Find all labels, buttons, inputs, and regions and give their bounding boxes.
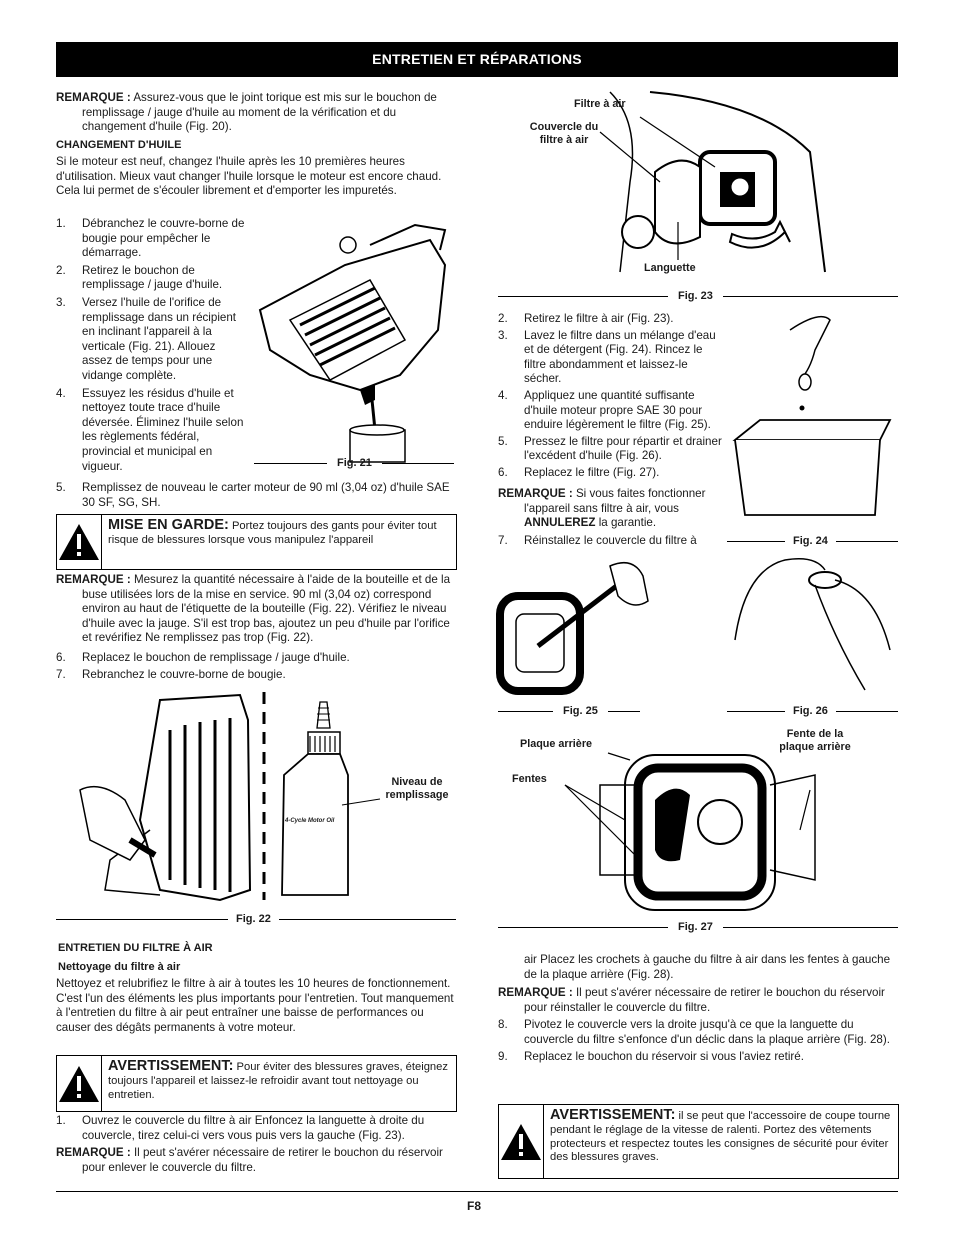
note-tank-cap: REMARQUE : Il peut s'avérer nécessaire d… — [56, 1146, 443, 1174]
fig23-tab-label: Languette — [644, 262, 696, 274]
oil-step-5: 5.Remplissez de nouveau le carter moteur… — [56, 481, 450, 509]
warning-box-cooldown: AVERTISSEMENT: Pour éviter des blessures… — [56, 1055, 457, 1112]
fig23-illustration — [599, 91, 826, 273]
fig27-illustration — [564, 752, 816, 911]
filter-step-7: 7.Réinstallez le couvercle du filtre à — [498, 534, 697, 547]
air-filter-title: ENTRETIEN DU FILTRE À AIR — [58, 942, 213, 954]
warning-triangle-icon — [499, 1105, 544, 1178]
warning-box-cutting: AVERTISSEMENT: il se peut que l'accessoi… — [498, 1104, 899, 1179]
filter-step-7-continued: air Placez les crochets à gauche du filt… — [524, 953, 891, 981]
filter-steps-8-9: 8.Pivotez le couvercle vers la droite ju… — [498, 1018, 890, 1064]
warning-triangle-icon — [57, 515, 102, 569]
oil-steps-6-7: 6.Replacez le bouchon de remplissage / j… — [56, 651, 350, 681]
fig24-illustration — [732, 315, 892, 516]
fig21-illustration — [258, 223, 447, 463]
page-number: F8 — [467, 1199, 482, 1213]
warning-box-gloves: MISE EN GARDE: Portez toujours des gants… — [56, 514, 457, 570]
note-reinstall: REMARQUE : Il peut s'avérer nécessaire d… — [498, 986, 885, 1014]
fig25-illustration — [496, 561, 649, 695]
fig24-caption: Fig. 24 — [727, 534, 898, 549]
fig26-caption: Fig. 26 — [727, 704, 898, 719]
fig23-cover-label: Couvercle du filtre à air — [529, 121, 599, 146]
fig23-filter-label: Filtre à air — [574, 98, 626, 110]
fig23-caption: Fig. 23 — [498, 289, 898, 304]
fig22-caption: Fig. 22 — [56, 912, 456, 927]
air-step-1: 1.Ouvrez le couvercle du filtre à air En… — [56, 1114, 425, 1142]
air-filter-text: Nettoyez et relubrifiez le filtre à air … — [56, 977, 454, 1034]
note-measure: REMARQUE : Mesurez la quantité nécessair… — [56, 573, 451, 645]
fig21-caption: Fig. 21 — [254, 456, 454, 471]
section-header: ENTRETIEN ET RÉPARATIONS — [56, 42, 898, 77]
oil-steps-list: 1.Débranchez le couvre-borne de bougie p… — [56, 217, 245, 473]
fill-level-label: Niveau de remplissage — [385, 776, 449, 801]
oil-change-intro: Si le moteur est neuf, changez l'huile a… — [56, 155, 442, 198]
note-warranty: REMARQUE : Si vous faites fonctionner l'… — [498, 487, 706, 530]
oil-bottle-illustration — [281, 701, 349, 896]
note-oring: REMARQUE : Assurez-vous que le joint tor… — [56, 91, 437, 134]
filter-steps-list: 2.Retirez le filtre à air (Fig. 23). 3.L… — [498, 312, 722, 479]
fig27-caption: Fig. 27 — [498, 920, 898, 935]
fig22-engine-illustration — [79, 692, 266, 902]
fig26-illustration — [734, 558, 891, 691]
fig27-backplate-label: Plaque arrière — [520, 738, 593, 750]
bottle-label: 4-Cycle Motor Oil — [285, 818, 335, 824]
warning-triangle-icon — [57, 1056, 102, 1111]
footer-rule — [56, 1191, 898, 1192]
fig27-slots-label: Fentes — [512, 773, 547, 785]
oil-change-title: CHANGEMENT D'HUILE — [56, 139, 182, 151]
air-filter-subtitle: Nettoyage du filtre à air — [58, 961, 181, 973]
fill-level-arrow-icon — [341, 798, 381, 806]
fig27-slot-label: Fente de la plaque arrière — [779, 728, 851, 753]
fig25-caption: Fig. 25 — [498, 704, 640, 719]
